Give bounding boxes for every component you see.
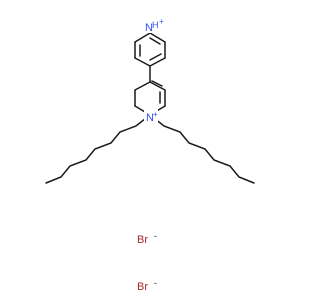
octyl-chain-right xyxy=(149,114,255,184)
bromide-ion: Br - xyxy=(137,278,157,293)
atom-charge: + xyxy=(159,17,164,26)
bond xyxy=(149,37,161,45)
bond xyxy=(149,81,166,91)
bromide-ion: Br - xyxy=(137,231,157,246)
octyl-chain-left xyxy=(45,114,151,184)
bond xyxy=(134,32,151,43)
atom-symbol: N xyxy=(145,22,153,34)
bond xyxy=(134,81,151,91)
dihydropyridinium-ring xyxy=(134,80,166,116)
bond xyxy=(134,57,151,67)
ion-symbol: Br xyxy=(137,234,148,246)
ion-charge: - xyxy=(154,278,157,288)
dihydropyridinium-nitrogen: N + xyxy=(144,109,158,124)
ion-symbol: Br xyxy=(137,281,148,293)
structure-diagram: N H + N + Br - Br - xyxy=(45,17,255,293)
atom-symbol: N xyxy=(146,112,154,124)
bond xyxy=(149,57,166,67)
pyridinium-ring xyxy=(134,32,166,67)
atom-charge: + xyxy=(153,110,158,119)
ion-charge: - xyxy=(154,231,157,241)
bond xyxy=(151,80,163,87)
atom-hydrogen: H xyxy=(152,20,159,30)
bond xyxy=(149,32,166,43)
bond xyxy=(149,53,162,61)
pyridinium-nitrogen: N H + xyxy=(143,17,164,34)
